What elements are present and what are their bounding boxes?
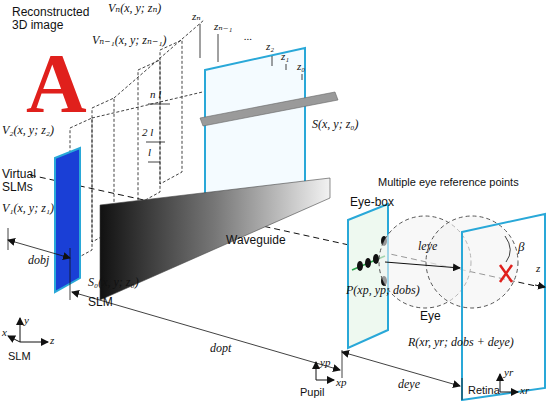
spacing-label: n l <box>150 88 161 100</box>
dimension-lines <box>8 228 462 400</box>
caption-label: Reconstructed 3D image <box>12 6 100 32</box>
plane-label: V₁(x, y; z₁) <box>2 202 54 215</box>
retina-point <box>500 265 512 282</box>
distance-label: leye <box>418 240 437 253</box>
point-label: R(xr, yr; dobs + deye) <box>408 336 514 349</box>
z-ticks <box>200 24 302 80</box>
depth-label: z₂ <box>266 40 274 52</box>
dimension-label: deye <box>398 378 420 391</box>
spacing-label: 2 l <box>142 126 153 138</box>
retina-plane <box>462 214 545 400</box>
coordinate-axes <box>8 318 518 392</box>
axis-label: xr <box>520 384 529 396</box>
axis-label: z <box>536 262 540 274</box>
plane-label: S₀(x, y; z₀) <box>88 276 139 289</box>
axis-caption: Pupil <box>300 386 324 398</box>
eye-box-label: Eye-box <box>350 196 394 209</box>
axis-label: z <box>50 334 54 346</box>
axis-label: yr <box>504 366 513 378</box>
axis-label: x <box>2 326 7 338</box>
plane-label: V₂(x, y; z₂) <box>2 124 54 137</box>
depth-label: zₙ <box>192 10 201 22</box>
virtual-slm-label: Virtual SLMs <box>2 168 62 194</box>
depth-label: zₙ₋₁ <box>214 20 232 32</box>
depth-label: z₀ <box>297 60 305 72</box>
angle-arc <box>505 236 510 262</box>
spacing-label: l <box>148 146 151 158</box>
eye-points-label: Multiple eye reference points <box>378 176 519 188</box>
depth-label: ... <box>244 30 252 42</box>
reconstructed-letter: A <box>26 42 87 126</box>
slm-panel <box>55 148 80 292</box>
axis-caption: Retina <box>468 384 500 396</box>
plane-label: Vₙ₋₁(x, y; zₙ₋₁) <box>92 34 166 47</box>
depth-label: z₁ <box>281 50 289 62</box>
eye-axis <box>385 262 460 268</box>
angle-label: β <box>518 240 524 254</box>
axis-label: xp <box>336 376 346 388</box>
plane-label: S(x, y; z₀) <box>312 118 358 131</box>
axis-caption: SLM <box>8 350 31 362</box>
point-label: P(xp, yp; dobs) <box>346 284 420 297</box>
plane-label: Vₙ(x, y; zₙ) <box>108 2 161 15</box>
slm-label: SLM <box>88 296 113 309</box>
axis-label: yp <box>320 356 330 368</box>
dimension-label: dopt <box>210 342 231 355</box>
eye-label: Eye <box>420 310 441 323</box>
waveguide-label: Waveguide <box>226 234 286 247</box>
z-arrow <box>535 285 545 287</box>
axis-label: y <box>24 314 29 326</box>
dimension-label: dobj <box>28 254 49 267</box>
